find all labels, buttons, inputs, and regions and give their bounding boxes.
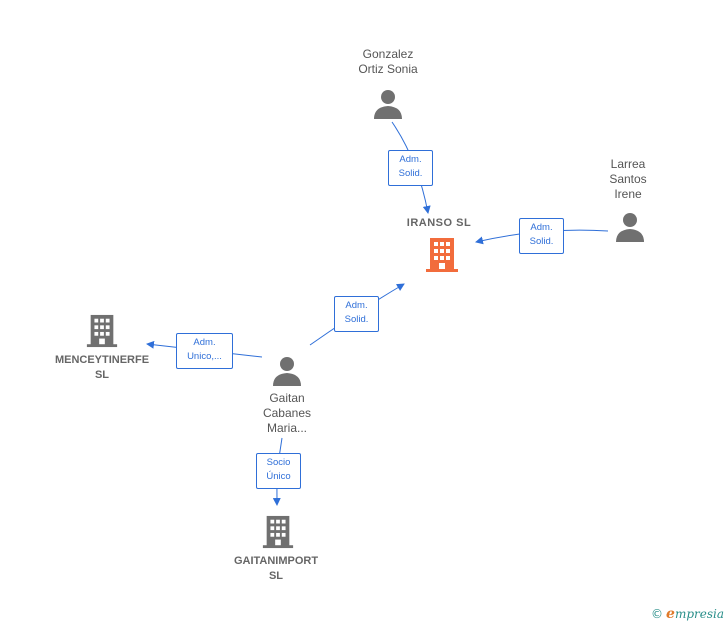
edge-label-larrea-iranso[interactable]: Adm. Solid.: [519, 218, 564, 254]
person-icon[interactable]: [372, 88, 404, 120]
person-icon[interactable]: [614, 211, 646, 243]
person-label-gaitan[interactable]: Gaitan Cabanes Maria...: [262, 391, 312, 435]
edge-label-gonzalez-iranso[interactable]: Adm. Solid.: [388, 150, 433, 186]
company-label-gaitanimport[interactable]: GAITANIMPORT SL: [233, 555, 319, 582]
copyright-icon: ©: [651, 607, 664, 621]
edge-label-gaitan-mencey[interactable]: Adm. Unico,...: [176, 333, 233, 369]
edge-label-gaitan-iranso[interactable]: Adm. Solid.: [334, 296, 379, 332]
building-icon[interactable]: [85, 313, 119, 349]
person-icon[interactable]: [271, 355, 303, 387]
person-label-larrea[interactable]: Larrea Santos Irene: [609, 157, 647, 201]
person-label-gonzalez[interactable]: Gonzalez Ortiz Sonia: [358, 47, 418, 76]
company-label-iranso[interactable]: IRANSO SL: [406, 217, 472, 229]
building-icon[interactable]: [261, 514, 295, 550]
company-label-mencey[interactable]: MENCEYTINERFE SL: [54, 354, 150, 381]
empresia-logo: ©empresia: [651, 606, 724, 622]
building-icon[interactable]: [424, 237, 460, 273]
edge-label-gaitan-gaitanimport[interactable]: Socio Único: [256, 453, 301, 489]
